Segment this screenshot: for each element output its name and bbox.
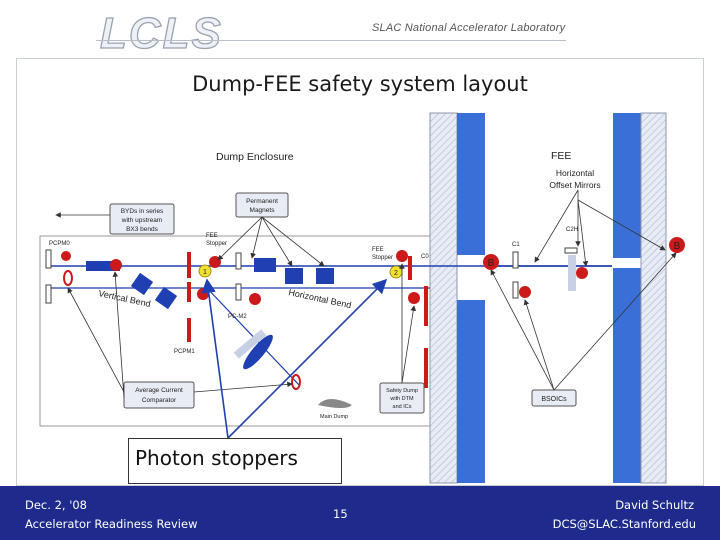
stopper-2-number: 2 <box>394 270 398 277</box>
fee-stopper-1-label-1: FEE <box>206 233 218 239</box>
lab-name: SLAC National Accelerator Laboratory <box>372 22 566 34</box>
toroid-marker-1 <box>63 270 73 286</box>
pc-m2-label: PC-M2 <box>228 314 247 320</box>
callout-safety-dump: Safety Dump with DTM and ICs <box>379 382 425 414</box>
svg-text:BX3 bends: BX3 bends <box>126 226 159 233</box>
stopper-1-marker <box>198 264 212 278</box>
beamline-bent <box>204 285 301 387</box>
c0-bar <box>424 286 428 326</box>
svg-text:Safety Dump: Safety Dump <box>386 388 418 394</box>
offset-mirrors-label-1: Horizontal <box>556 168 594 178</box>
svg-text:with DTM: with DTM <box>389 396 414 402</box>
stopper-1-number: 1 <box>203 269 207 276</box>
svg-text:Permanent: Permanent <box>246 198 278 205</box>
b-marker-1 <box>483 254 499 270</box>
b-marker-1-label: B <box>488 258 495 269</box>
leader-lines <box>55 189 677 399</box>
photon-stoppers-label: Photon stoppers <box>135 446 298 470</box>
c1-jaw-top <box>512 251 519 269</box>
pc-m2-jaw-2 <box>235 283 242 301</box>
svg-text:and ICs: and ICs <box>393 404 412 410</box>
pc-m2-bar-1 <box>187 282 191 302</box>
bend-magnet-crystal <box>243 334 273 370</box>
b-marker-2 <box>669 237 685 253</box>
slide-panel <box>16 58 704 486</box>
photon-arrow-1 <box>201 278 229 439</box>
pcpm0-jaw-top <box>45 249 52 269</box>
c2h-jaw <box>564 247 578 254</box>
photon-arrow-2 <box>227 278 388 439</box>
svg-text:Magnets: Magnets <box>250 207 276 214</box>
safety-dump-bar <box>424 348 428 388</box>
magnet-5 <box>285 268 303 284</box>
main-dump-label: Main Dump <box>320 414 348 420</box>
callout-bsoics: BSOICs <box>531 389 577 407</box>
page-number: 15 <box>333 507 348 521</box>
main-dump-shape <box>318 399 352 408</box>
svg-text:Average Current: Average Current <box>135 387 183 394</box>
pcpm1-bar <box>187 318 191 342</box>
c1-jaw-bottom <box>512 281 519 299</box>
slide-title: Dump-FEE safety system layout <box>192 72 528 96</box>
offset-mirrors-label-2: Offset Mirrors <box>549 180 600 190</box>
magnet-3 <box>154 286 178 310</box>
callout-permanent-magnet: Permanent Magnets <box>235 192 289 218</box>
fee-stopper-2-bar <box>408 256 412 280</box>
magnet-1 <box>86 261 120 271</box>
svg-text:BYDs in series: BYDs in series <box>121 208 164 215</box>
fee-stopper-2-label-1: FEE <box>372 247 384 253</box>
c2h-label: C2H <box>566 227 578 233</box>
svg-text:with upstream: with upstream <box>121 217 162 224</box>
dump-shielding <box>233 329 267 359</box>
lcls-logo: LCLS <box>99 8 223 56</box>
pcpm0-jaw-bottom <box>45 284 52 304</box>
callout-average-current: Average Current Comparator <box>123 381 195 409</box>
pcpm1-label: PCPM1 <box>174 349 195 355</box>
magnet-4 <box>254 258 276 272</box>
header-rule <box>96 40 566 41</box>
c2h-block <box>568 255 576 291</box>
c0-label: C0 <box>421 254 429 260</box>
shield-wall-2 <box>613 112 667 484</box>
c1-label: C1 <box>512 242 520 248</box>
fee-stopper-1-label-2: Stopper <box>206 241 227 247</box>
footer-date: Dec. 2, '08 <box>25 498 87 512</box>
footer-event: Accelerator Readiness Review <box>25 517 198 531</box>
svg-text:Comparator: Comparator <box>142 397 177 404</box>
device-dots <box>61 250 588 305</box>
fee-stopper-1-bar <box>187 252 191 278</box>
footer-bar: Dec. 2, '08 Accelerator Readiness Review… <box>0 486 720 540</box>
fee-stopper-2-label-2: Stopper <box>372 255 393 261</box>
footer-author: David Schultz <box>615 498 694 512</box>
photon-stoppers-callout: Photon stoppers <box>128 438 342 484</box>
callout-bydbs: BYDs in series with upstream BX3 bends <box>109 203 175 235</box>
pcpm0-label: PCPM0 <box>49 241 70 247</box>
magnet-2 <box>130 272 154 296</box>
magnet-6 <box>316 268 334 284</box>
b-marker-2-label: B <box>674 241 681 252</box>
dump-enclosure-label: Dump Enclosure <box>216 151 294 163</box>
footer-email: DCS@SLAC.Stanford.edu <box>552 517 696 531</box>
shield-wall-1 <box>429 112 485 484</box>
svg-text:LCLS: LCLS <box>100 9 223 56</box>
pc-m2-jaw-1 <box>235 252 242 270</box>
fee-label: FEE <box>551 150 571 162</box>
svg-text:BSOICs: BSOICs <box>541 396 567 403</box>
horizontal-bend-label: Horizontal Bend <box>288 287 353 310</box>
